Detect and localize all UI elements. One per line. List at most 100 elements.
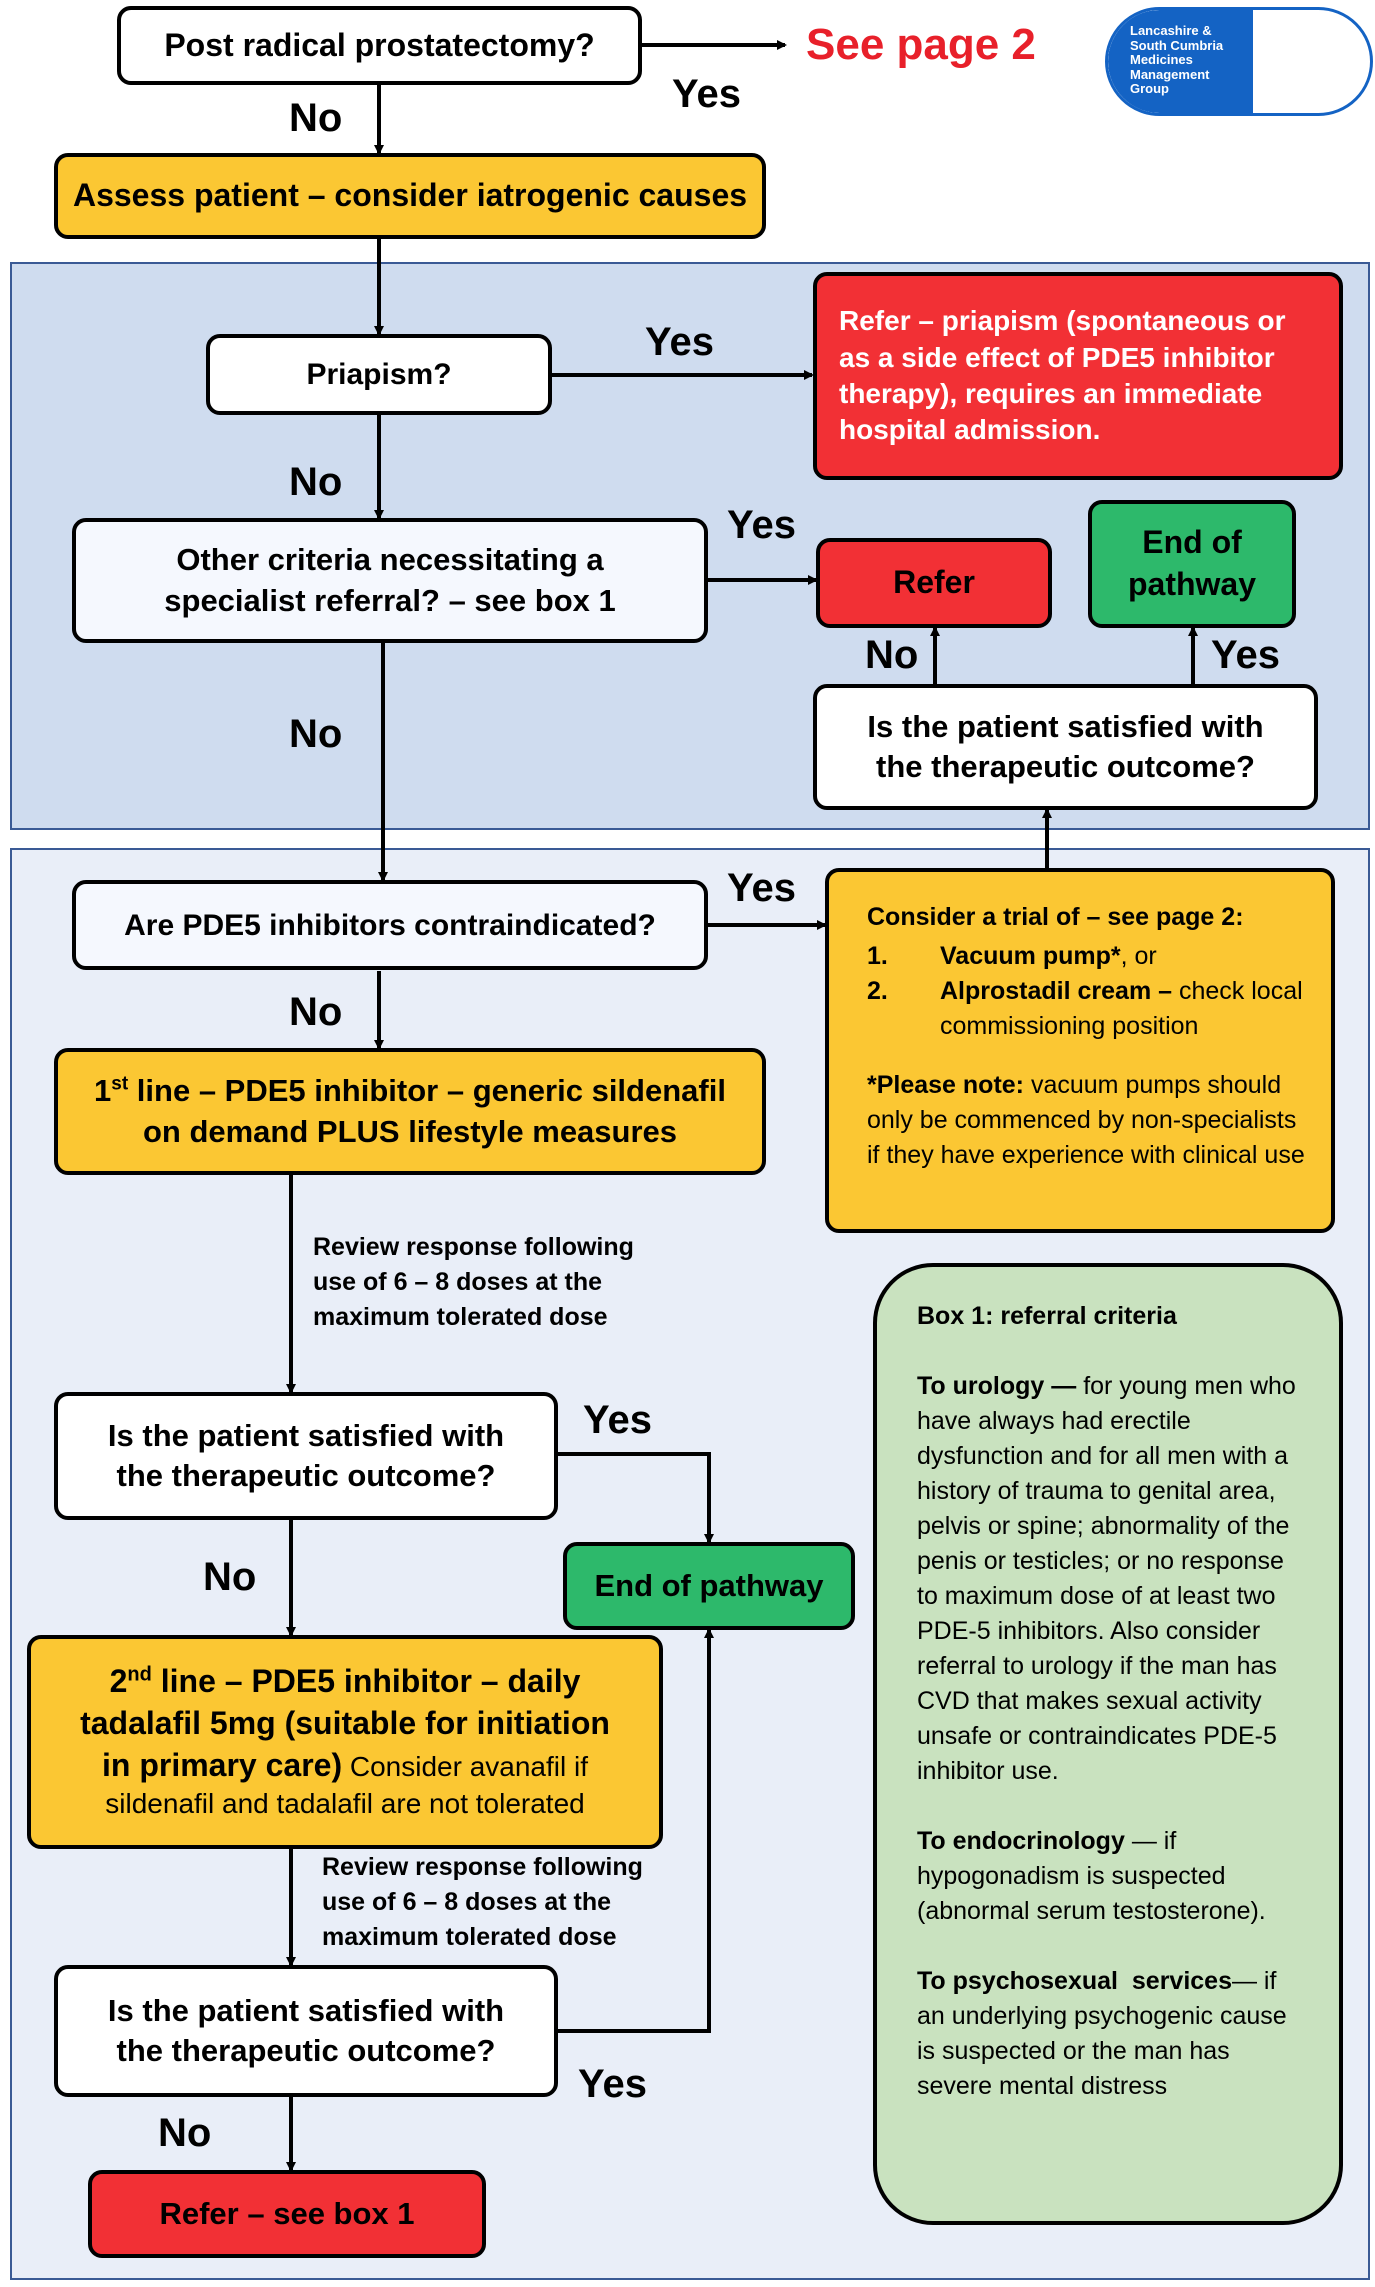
yes-label-priapism: Yes [645, 320, 714, 364]
refer-label: Refer [893, 564, 975, 601]
post-prostatectomy-question: Post radical prostatectomy? [117, 6, 642, 85]
satisfied-bottom-line2: the therapeutic outcome? [116, 2033, 496, 2068]
yes-label-pde5: Yes [727, 866, 796, 910]
assess-patient-label: Assess patient – consider iatrogenic cau… [72, 177, 748, 214]
other-criteria-line2: specialist referral? – see box 1 [164, 582, 616, 618]
second-line-text3-bold: in primary care) [101, 1746, 343, 1783]
logo-text-3: Medicines [1130, 52, 1193, 67]
review1-line2: use of 6 – 8 doses at the [313, 1268, 602, 1296]
first-line-row1: 1st line – PDE5 inhibitor – generic sild… [94, 1071, 726, 1111]
priapism-question: Priapism? [206, 334, 552, 415]
review1-line3: maximum tolerated dose [313, 1303, 608, 1331]
box1-urology-heading: To urology — [917, 1372, 1077, 1400]
logo-blue-half: Lancashire & South Cumbria Medicines Man… [1108, 10, 1253, 113]
review2-line2: use of 6 – 8 doses at the [322, 1888, 611, 1916]
yes-label-satisfied-mid: Yes [583, 1398, 652, 1442]
review-note-2: Review response following use of 6 – 8 d… [322, 1850, 643, 1955]
second-line-text1: line – PDE5 inhibitor – daily [151, 1663, 581, 1700]
first-line-text2: on demand PLUS lifestyle measures [142, 1113, 678, 1149]
box1-urology: To urology — for young men who have alwa… [917, 1369, 1311, 1789]
trial-item-1-num: 1. [867, 942, 888, 970]
yes-label-other-criteria: Yes [727, 503, 796, 547]
satisfied-question-mid: Is the patient satisfied with the therap… [54, 1392, 558, 1520]
yes-label-prostatectomy: Yes [672, 72, 741, 116]
trial-note: *Please note: vacuum pumps should only b… [867, 1068, 1311, 1173]
review-note-1: Review response following use of 6 – 8 d… [313, 1230, 634, 1335]
box1-psycho-text: — if an underlying psychogenic cause is … [917, 1967, 1287, 2100]
trial-item-2-num: 2. [867, 977, 888, 1005]
box1-psychosexual: To psychosexual services— if an underlyi… [917, 1964, 1311, 2104]
logo-text-2: South Cumbria [1130, 37, 1224, 53]
other-criteria-question: Other criteria necessitating a specialis… [72, 518, 708, 643]
other-criteria-line1: Other criteria necessitating a [176, 542, 604, 578]
box1-endocrinology: To endocrinology — if hypogonadism is su… [917, 1824, 1311, 1929]
alprostadil-label: Alprostadil cream – [940, 977, 1173, 1005]
lscmmg-logo: Lancashire & South Cumbria Medicines Man… [1105, 7, 1373, 116]
satisfied-bottom-line1: Is the patient satisfied with [107, 1992, 505, 2028]
second-line-text2: tadalafil 5mg (suitable for initiation [80, 1705, 610, 1741]
no-label-other-criteria: No [289, 712, 343, 756]
no-label-satisfied-mid: No [203, 1555, 257, 1599]
priapism-label: Priapism? [306, 358, 452, 391]
pde5-contra-label: Are PDE5 inhibitors contraindicated? [124, 908, 656, 942]
satisfied-mid-line2: the therapeutic outcome? [116, 1458, 496, 1493]
end-of-pathway-mid: End of pathway [563, 1542, 855, 1630]
vacuum-pump-label: Vacuum pump* [940, 942, 1121, 970]
trial-note-text: vacuum pumps should only be commenced by… [867, 1071, 1305, 1169]
first-line-text1: line – PDE5 inhibitor – generic sildenaf… [128, 1073, 726, 1109]
satisfied-question-top: Is the patient satisfied with the therap… [813, 684, 1318, 810]
box1-urology-text: for young men who have always had erecti… [917, 1372, 1296, 1785]
first-line-box: 1st line – PDE5 inhibitor – generic sild… [54, 1048, 766, 1175]
trial-item-2-rest: check local commissioning position [940, 977, 1303, 1040]
no-label-priapism: No [289, 460, 343, 504]
satisfied-question-bottom: Is the patient satisfied with the therap… [54, 1965, 558, 2097]
refer-final-label: Refer – see box 1 [159, 2195, 415, 2231]
logo-text-1: Lancashire & [1130, 23, 1212, 38]
refer-final-box: Refer – see box 1 [88, 2170, 486, 2258]
review2-line3: maximum tolerated dose [322, 1923, 617, 1951]
trial-item-2: 2. Alprostadil cream – check local commi… [867, 974, 1311, 1044]
no-label-pde5: No [289, 990, 343, 1034]
no-label-prostatectomy: No [289, 96, 343, 140]
second-line-text4: sildenafil and tadalafil are not tolerat… [105, 1788, 585, 1820]
logo-text-5: Group [1130, 81, 1169, 96]
satisfied-top-line2: the therapeutic outcome? [876, 749, 1255, 784]
box1-referral-criteria: Box 1: referral criteria To urology — fo… [873, 1263, 1343, 2225]
review1-line1: Review response following [313, 1233, 634, 1261]
trial-title: Consider a trial of – see page 2: [867, 903, 1244, 931]
first-line-sup: st [111, 1073, 129, 1095]
priapism-refer-box: Refer – priapism (spontaneous or as a si… [813, 272, 1343, 480]
box1-endo-heading: To endocrinology [917, 1827, 1125, 1855]
trial-note-bold: *Please note: [867, 1071, 1025, 1099]
box1-endo-text: — if hypogonadism is suspected (abnormal… [917, 1827, 1266, 1925]
end-top-line2: pathway [1127, 566, 1257, 602]
box1-title: Box 1: referral criteria [917, 1302, 1177, 1330]
priapism-refer-text: Refer – priapism (spontaneous or as a si… [839, 305, 1286, 446]
pde5-contraindicated-question: Are PDE5 inhibitors contraindicated? [72, 880, 708, 970]
box1-psycho-heading: To psychosexual services [917, 1967, 1232, 1995]
second-line-prefix: 2 [109, 1663, 128, 1700]
no-label-satisfied-top: No [865, 633, 919, 677]
trial-item-1: 1. Vacuum pump*, or [867, 939, 1311, 974]
trial-list: 1. Vacuum pump*, or 2. Alprostadil cream… [867, 939, 1311, 1044]
end-top-line1: End of [1142, 524, 1242, 561]
assess-patient-box: Assess patient – consider iatrogenic cau… [54, 153, 766, 239]
second-line-row1: 2nd line – PDE5 inhibitor – daily [110, 1661, 581, 1703]
satisfied-top-line1: Is the patient satisfied with [867, 708, 1264, 744]
see-page-2-link[interactable]: See page 2 [806, 20, 1036, 69]
second-line-box: 2nd line – PDE5 inhibitor – daily tadala… [27, 1635, 663, 1849]
end-mid-label: End of pathway [594, 1567, 824, 1603]
second-line-row3: in primary care) Consider avanafil if [102, 1745, 588, 1787]
refer-box: Refer [816, 538, 1052, 628]
first-line-prefix: 1 [94, 1073, 112, 1109]
yes-label-satisfied-bottom: Yes [578, 2062, 647, 2106]
consider-trial-box: Consider a trial of – see page 2: 1. Vac… [825, 868, 1335, 1233]
second-line-text3-rest: Consider avanafil if [342, 1750, 588, 1782]
satisfied-mid-line1: Is the patient satisfied with [107, 1417, 505, 1453]
trial-item-1-rest: , or [1120, 942, 1157, 970]
logo-text-4: Management [1130, 66, 1210, 82]
end-of-pathway-top: End of pathway [1088, 500, 1296, 628]
review2-line1: Review response following [322, 1853, 643, 1881]
no-label-satisfied-bottom: No [158, 2111, 212, 2155]
